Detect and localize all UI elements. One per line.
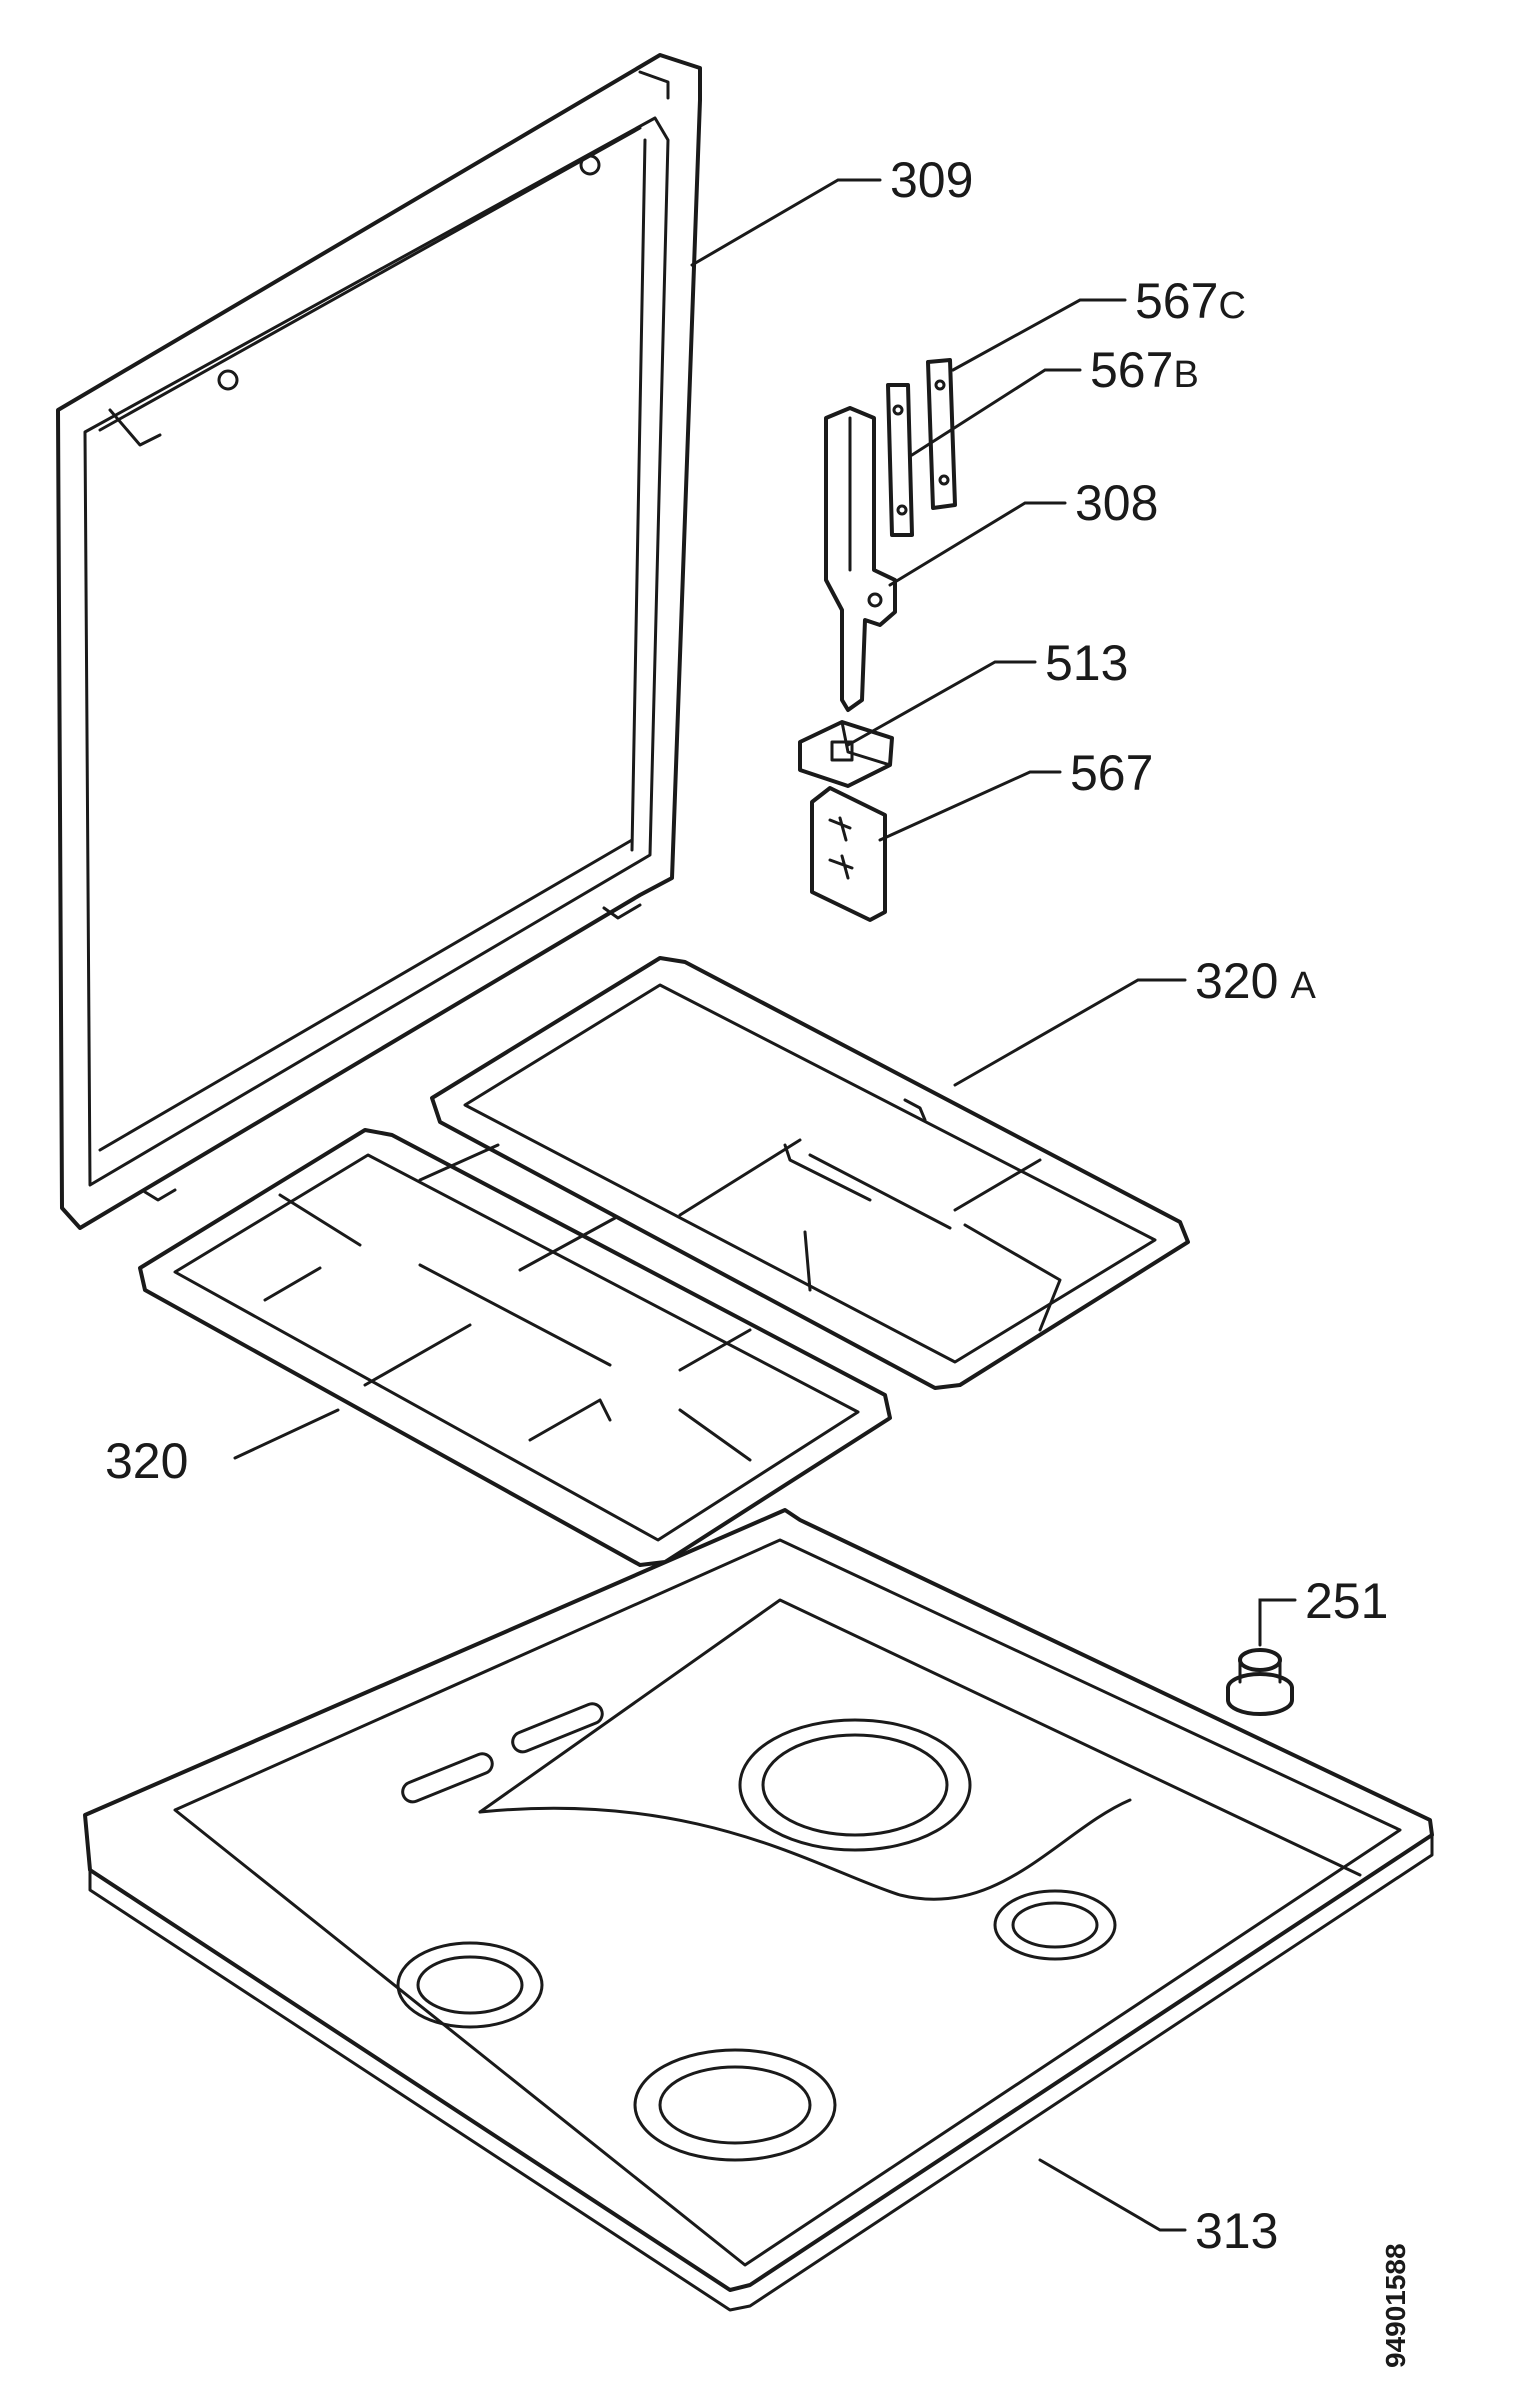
part-567c-plate bbox=[926, 358, 957, 510]
label-313: 313 bbox=[1195, 2203, 1278, 2259]
part-567-bracket bbox=[810, 786, 887, 922]
part-320-pan-support bbox=[138, 1128, 892, 1567]
leader-lines bbox=[233, 178, 1297, 2232]
part-251-grommet bbox=[1226, 1648, 1294, 1716]
label-309: 309 bbox=[890, 152, 973, 208]
drawing-code: 94901588 bbox=[1380, 2243, 1411, 2368]
label-320: 320 bbox=[105, 1433, 188, 1489]
label-308: 308 bbox=[1075, 475, 1158, 531]
part-308-hinge bbox=[824, 406, 897, 712]
part-567b-plate bbox=[886, 383, 914, 537]
part-513-clip bbox=[798, 720, 894, 788]
label-567b: 567B bbox=[1090, 342, 1199, 398]
part-309-lid bbox=[56, 53, 702, 1230]
label-567: 567 bbox=[1070, 745, 1153, 801]
part-320a-pan-support bbox=[430, 956, 1190, 1390]
label-513: 513 bbox=[1045, 635, 1128, 691]
part-313-hob-top bbox=[83, 1508, 1434, 2312]
label-251: 251 bbox=[1305, 1573, 1388, 1629]
label-567c: 567C bbox=[1135, 273, 1246, 329]
